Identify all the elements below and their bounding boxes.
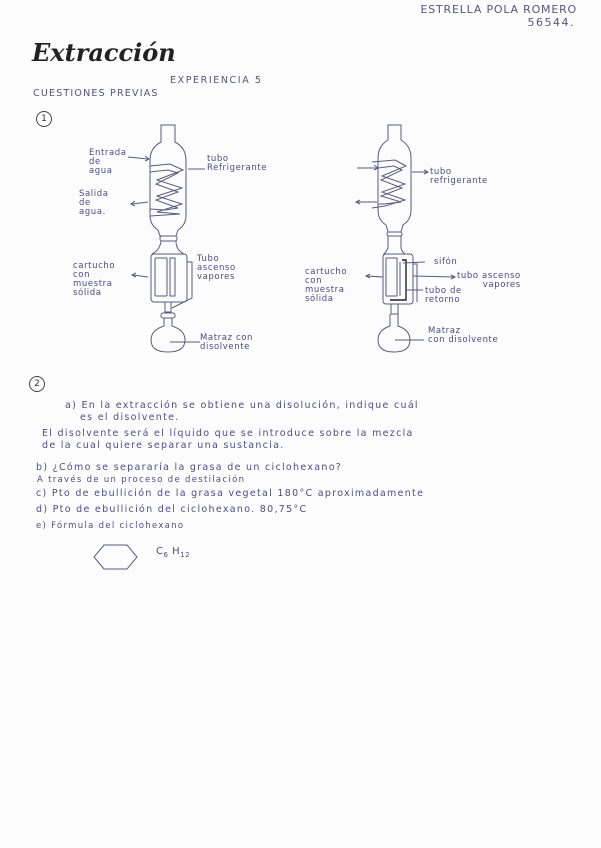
item-e: e) Fórmula del ciclohexano bbox=[36, 521, 185, 531]
label-cartridge-right: cartucho con muestra sólida bbox=[305, 267, 348, 304]
student-name: ESTRELLA POLA ROMERO bbox=[420, 3, 577, 16]
page-title: Extracción bbox=[32, 38, 176, 67]
experience-subtitle: EXPERIENCIA 5 bbox=[170, 75, 263, 86]
label-vapor-tube-left: Tubo ascenso vapores bbox=[197, 254, 236, 282]
label-cartridge-left: cartucho con muestra sólida bbox=[73, 261, 116, 298]
formula-c6h12: C6 H12 bbox=[156, 546, 190, 559]
formula-h-sub: 12 bbox=[180, 551, 191, 559]
label-return-tube: tubo de retorno bbox=[425, 286, 462, 305]
section-heading: CUESTIONES PREVIAS bbox=[33, 88, 159, 99]
label-siphon: sifón bbox=[434, 257, 458, 267]
question-a-line2: es el disolvente. bbox=[80, 412, 180, 423]
label-flask-left: Matraz con disolvente bbox=[200, 333, 254, 352]
label-vapor-tube-right: tubo ascenso vapores bbox=[457, 271, 521, 290]
question-2-number: 2 bbox=[29, 376, 45, 392]
question-b: b) ¿Cómo se separaría la grasa de un cic… bbox=[36, 462, 343, 473]
answer-a-line1: El disolvente será el líquido que se int… bbox=[42, 428, 414, 439]
answer-a-line2: de la cual quiere separar una sustancia. bbox=[42, 440, 285, 451]
answer-b: A través de un proceso de destilación bbox=[37, 475, 246, 485]
question-a-line1: a) En la extracción se obtiene una disol… bbox=[65, 400, 419, 411]
formula-h: H bbox=[172, 546, 181, 557]
formula-c-sub: 6 bbox=[163, 551, 169, 559]
label-water-outlet: Salida de agua. bbox=[79, 189, 109, 217]
label-water-inlet: Entrada de agua bbox=[89, 148, 127, 176]
label-condenser-right: tubo refrigerante bbox=[430, 167, 488, 186]
label-flask-right: Matraz con disolvente bbox=[428, 326, 499, 345]
item-d: d) Pto de ebullición del ciclohexano. 80… bbox=[36, 504, 308, 515]
question-1-number: 1 bbox=[36, 111, 52, 127]
label-condenser-left: tubo Refrigerante bbox=[207, 154, 268, 173]
formula-c: C bbox=[156, 546, 164, 557]
item-c: c) Pto de ebullición de la grasa vegetal… bbox=[36, 488, 425, 499]
student-id: 56544. bbox=[527, 16, 575, 29]
